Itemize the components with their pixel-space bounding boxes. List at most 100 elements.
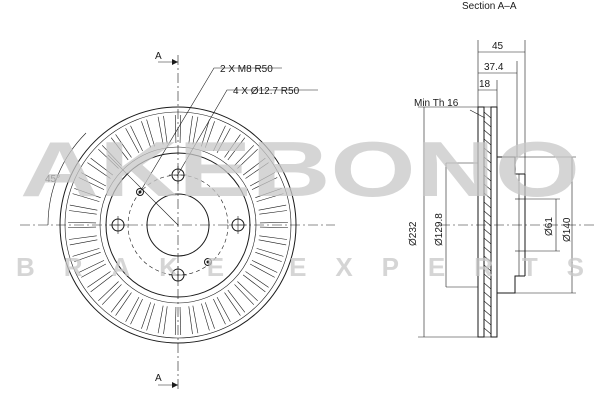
vent-slot (115, 292, 132, 316)
holes-callout-leader (176, 89, 318, 177)
vane-line (483, 210, 492, 218)
vent-slot (68, 235, 97, 240)
vent-slot (251, 260, 278, 273)
vent-slot (74, 251, 101, 262)
vent-slot (224, 134, 241, 158)
vent-slot (125, 296, 140, 322)
vane-lines (483, 111, 492, 335)
vent-slot (174, 115, 177, 144)
vent-slot (146, 119, 155, 147)
vent-slot (259, 221, 288, 224)
vent-slot (234, 145, 255, 166)
vent-slot (141, 302, 152, 329)
dia-hat: Ø140 (562, 217, 573, 242)
vane-line (483, 219, 492, 227)
vent-slot (251, 177, 278, 190)
vane-line (483, 237, 492, 245)
vent-slot (188, 306, 193, 335)
vent-slot (130, 125, 143, 152)
vent-slot (74, 188, 101, 199)
vane-line (483, 174, 492, 182)
vent-slot (237, 281, 258, 302)
inboard-friction-plate (477, 106, 485, 338)
section-marker-top-arrow (172, 59, 178, 65)
vane-line (483, 255, 492, 263)
vent-slot (259, 226, 288, 229)
min-thickness-leader (469, 109, 486, 119)
vane-line (483, 273, 492, 281)
vent-slot (213, 298, 226, 325)
vane-line (483, 201, 492, 209)
vent-slot (110, 137, 129, 161)
vane-line (483, 291, 492, 299)
dim-hat-width: 37.4 (484, 62, 504, 73)
vane-line (483, 327, 492, 335)
hat-top-profile (497, 156, 525, 175)
vent-slot (188, 115, 193, 144)
vent-slot (237, 148, 258, 169)
vent-slot (245, 162, 269, 179)
vent-slot (249, 172, 275, 187)
vent-slot (259, 235, 288, 240)
threaded-hole (204, 258, 212, 266)
vent-slot (204, 302, 215, 329)
hat-outer-edge (105, 152, 251, 298)
vent-slot (69, 239, 98, 246)
vent-slot (174, 306, 177, 335)
vent-slot (213, 125, 226, 152)
vent-slot (78, 260, 105, 273)
vane-line (483, 111, 492, 119)
vent-slot (157, 116, 164, 145)
vent-slot (68, 221, 97, 224)
vent-slot (87, 271, 111, 288)
vent-slot (192, 116, 199, 145)
ventilation-slots (68, 115, 288, 335)
vent-slot (68, 226, 97, 229)
vent-slot (242, 157, 266, 176)
dim-disc-thickness: 18 (479, 79, 491, 90)
watermark: AKEBONO BRAKE EXPERTS (16, 125, 584, 282)
vent-slot (68, 210, 97, 215)
vent-slot (224, 292, 241, 316)
vent-slot (141, 121, 152, 148)
vent-slot (125, 128, 140, 154)
dia-center-bore: Ø61 (544, 217, 555, 236)
vane-line (483, 300, 492, 308)
vent-slot (201, 303, 210, 331)
inner-friction-ring (99, 146, 257, 304)
vane-line (483, 282, 492, 290)
vent-slot (163, 306, 168, 335)
vane-line (483, 138, 492, 146)
vent-slot (81, 263, 107, 278)
vent-slot (101, 284, 122, 305)
vent-slot (110, 289, 129, 313)
dim-total-width: 45 (492, 41, 504, 52)
watermark-tagline: BRAKE EXPERTS (16, 252, 584, 282)
threaded-hole (136, 188, 144, 196)
vane-line (483, 246, 492, 254)
vent-slot (87, 162, 111, 179)
outboard-friction-plate (490, 106, 498, 338)
hat-bottom-profile (497, 275, 525, 294)
vent-slot (216, 296, 231, 322)
vent-slot (146, 303, 155, 331)
vent-slot (72, 193, 100, 202)
thread-callout-leader (139, 67, 282, 193)
vent-slot (98, 148, 119, 169)
vent-slot (115, 134, 132, 158)
vent-slot (69, 204, 98, 211)
vent-slot (163, 115, 168, 144)
vent-slot (249, 263, 275, 278)
vent-slot (242, 274, 266, 293)
vent-slot (179, 306, 182, 335)
vent-slot (259, 210, 288, 215)
thread-callout: 2 X M8 R50 (220, 64, 273, 75)
vent-slot (81, 172, 107, 187)
vent-slot (255, 188, 282, 199)
vent-slot (98, 281, 119, 302)
vane-line (483, 147, 492, 155)
watermark-brand: AKEBONO (20, 125, 580, 213)
stud-holes (109, 166, 247, 284)
outer-disc-edge (59, 106, 297, 344)
